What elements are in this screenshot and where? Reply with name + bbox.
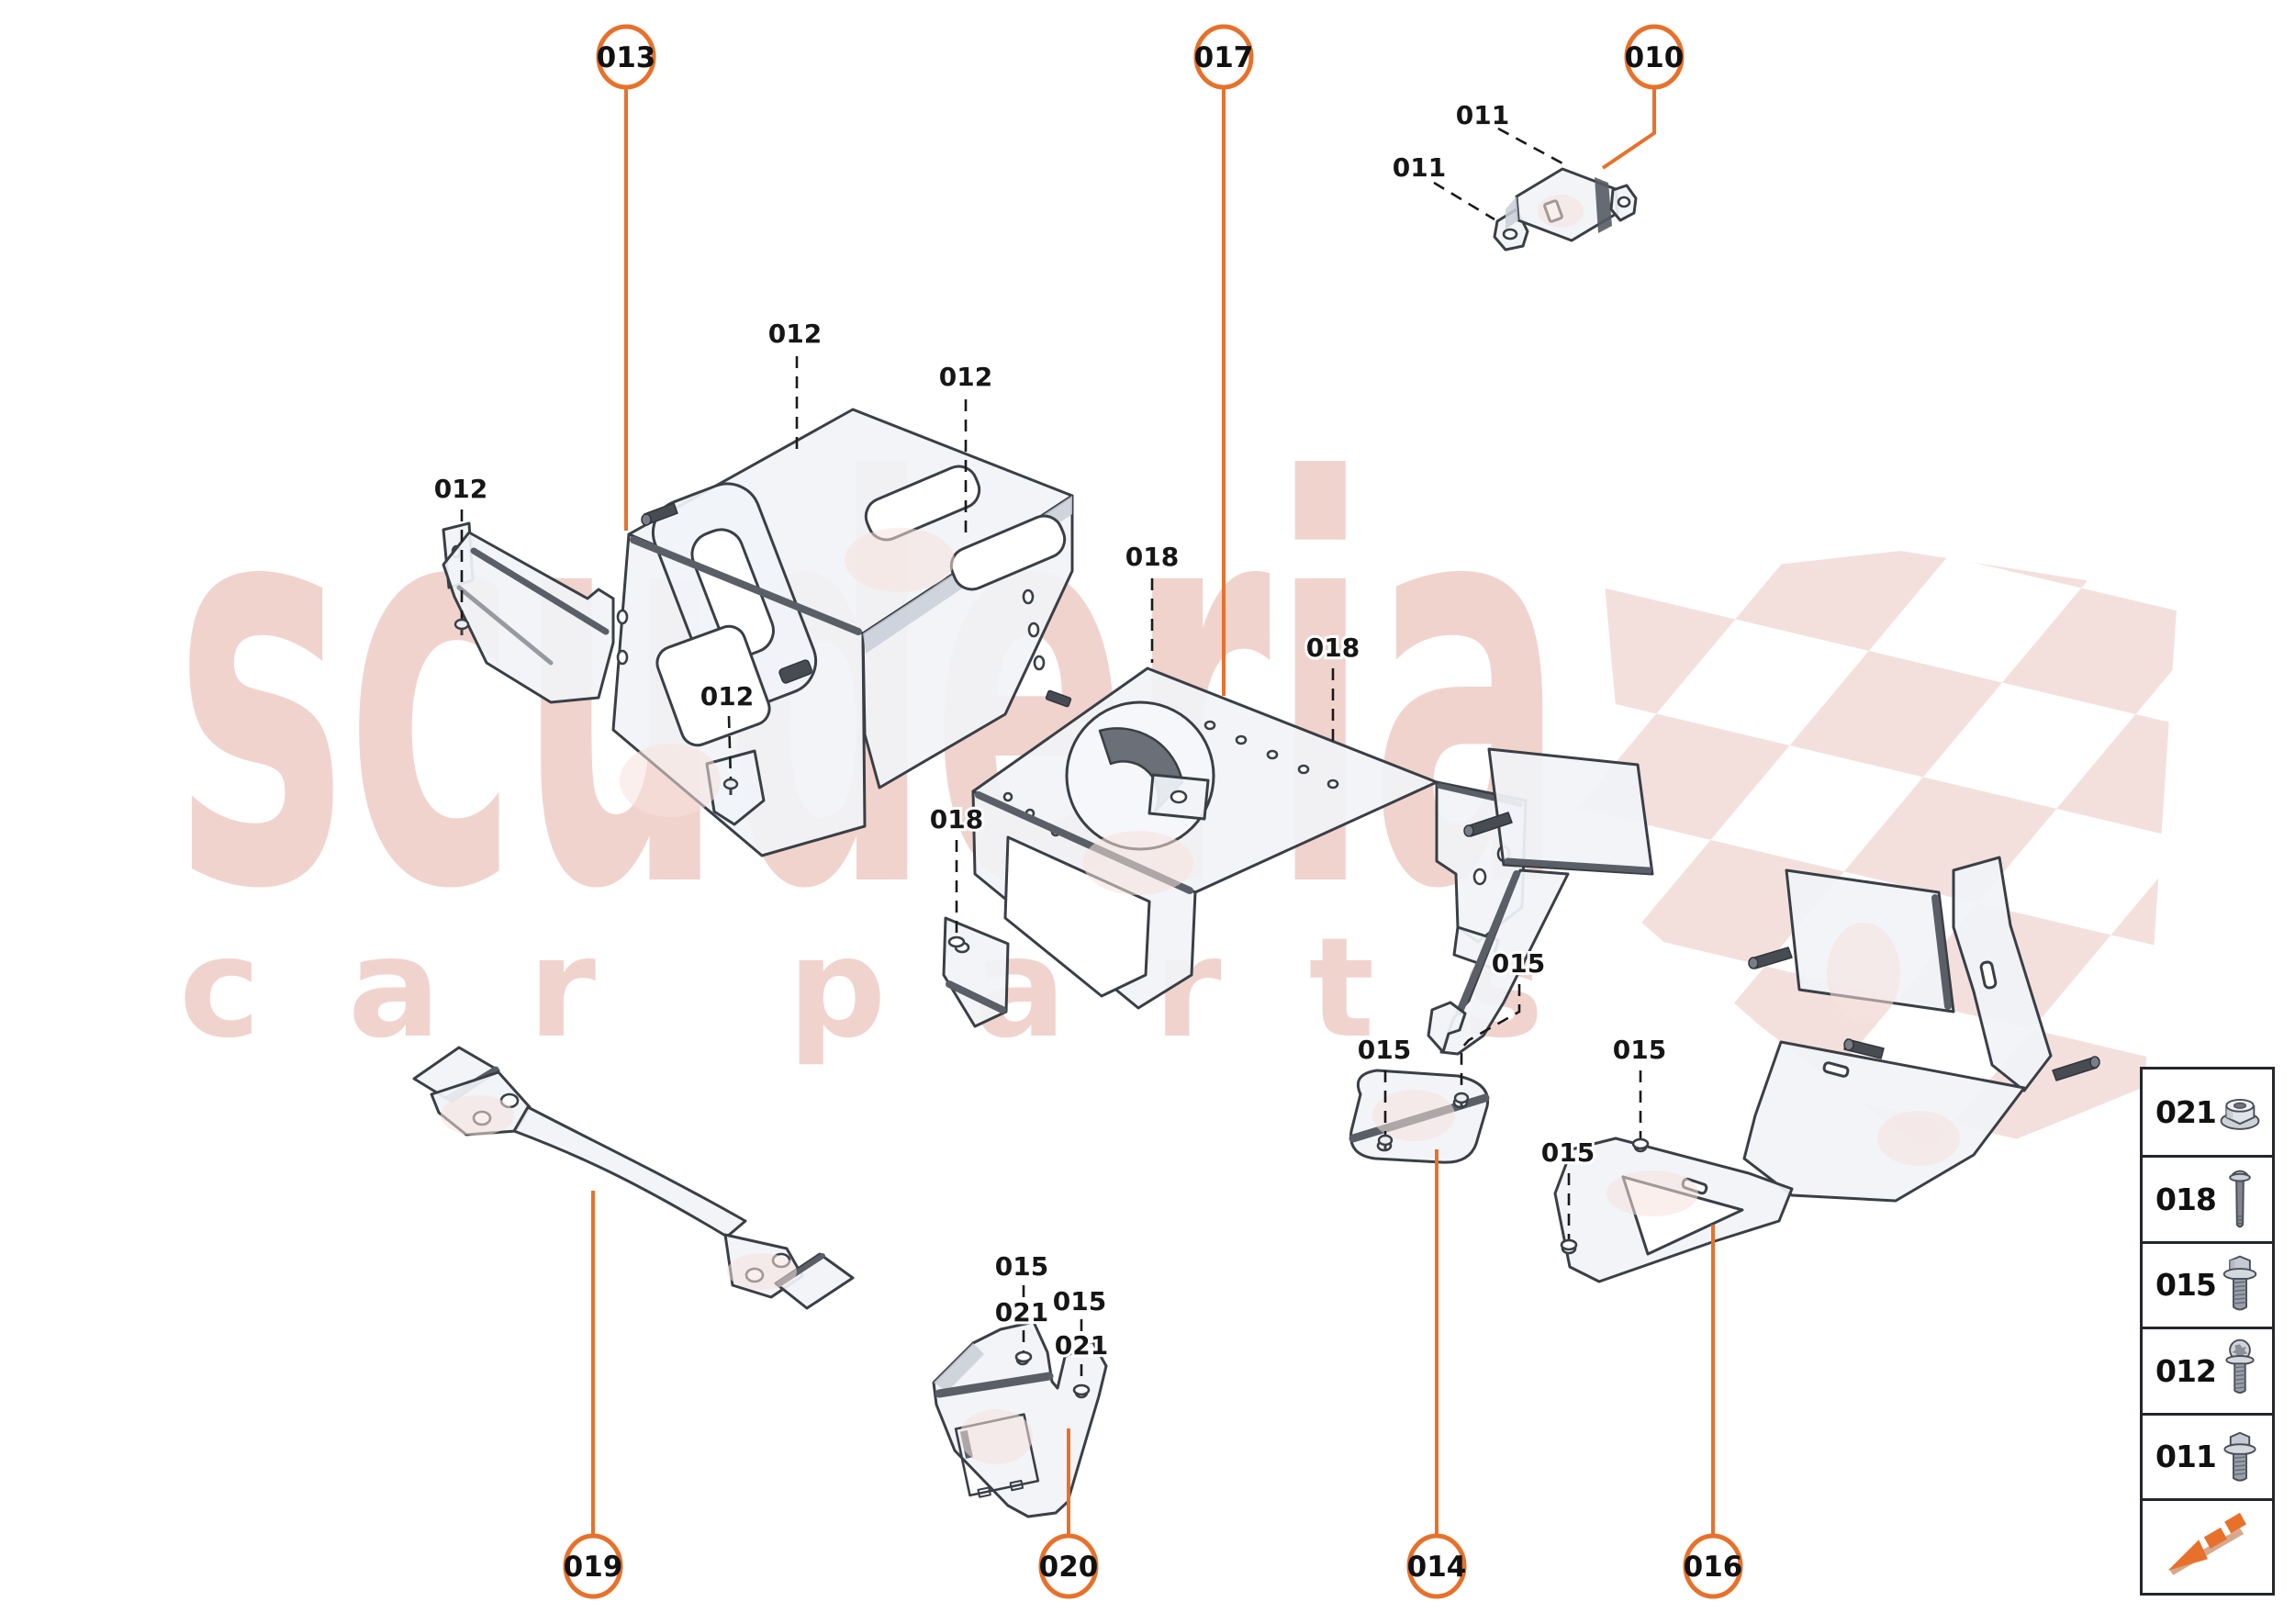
bracket-handle bbox=[651, 482, 818, 711]
legend-row: 011 bbox=[2143, 1412, 2272, 1498]
callout-bubble[interactable] bbox=[1406, 1533, 1467, 1599]
torx-screw-icon bbox=[2211, 1332, 2269, 1409]
part-label-group: 012 bbox=[431, 471, 490, 635]
hole-marker bbox=[1072, 1383, 1091, 1396]
part-label-group: 011 bbox=[1390, 150, 1495, 221]
callout-017[interactable]: 017 bbox=[1193, 24, 1254, 696]
part-017-bracket[interactable] bbox=[942, 666, 1528, 1028]
part-number-label: 011 bbox=[1393, 152, 1446, 183]
part-number-label: 012 bbox=[700, 681, 754, 711]
callout-bubble[interactable] bbox=[1193, 24, 1254, 90]
callout-013[interactable]: 013 bbox=[596, 24, 656, 531]
screw-marker bbox=[1377, 1134, 1394, 1151]
part-label-group: 015 bbox=[1355, 1032, 1414, 1151]
legend-logo-row bbox=[2143, 1497, 2272, 1584]
part-number-label: 011 bbox=[1456, 100, 1509, 130]
part-label-group: 021 bbox=[1052, 1327, 1111, 1396]
screw-marker bbox=[1453, 1092, 1470, 1109]
part-number-label: 015 bbox=[1492, 948, 1545, 979]
callout-number: 016 bbox=[1684, 1551, 1743, 1584]
part-number-label: 018 bbox=[1125, 542, 1179, 572]
legend-panel: 021 018 015 012 011 bbox=[2140, 1067, 2275, 1596]
part-label-group: 012 bbox=[766, 316, 824, 450]
flange-bolt-icon bbox=[2211, 1247, 2269, 1324]
part-number-label: 012 bbox=[434, 474, 487, 504]
callout-leader-line bbox=[1601, 87, 1656, 170]
scuderia-arrow-logo-icon bbox=[2156, 1504, 2259, 1581]
legend-part-number: 018 bbox=[2155, 1182, 2217, 1218]
part-label-group: 015 bbox=[992, 1249, 1051, 1298]
part-label-group: 018 bbox=[1123, 539, 1181, 663]
legend-row: 015 bbox=[2143, 1240, 2272, 1327]
legend-part-number: 012 bbox=[2155, 1352, 2217, 1389]
part-label-group: 011 bbox=[1453, 97, 1565, 166]
hole-marker bbox=[947, 935, 966, 948]
legend-part-number: 021 bbox=[2155, 1094, 2217, 1131]
callout-number: 017 bbox=[1194, 41, 1254, 74]
callout-bubble[interactable] bbox=[596, 24, 656, 90]
part-number-label: 021 bbox=[1055, 1330, 1108, 1361]
part-010-bracket[interactable] bbox=[1493, 167, 1638, 252]
part-013-bracket[interactable] bbox=[442, 408, 1074, 857]
hole-marker bbox=[1014, 1350, 1033, 1363]
hole-marker bbox=[1560, 1238, 1578, 1251]
callout-number: 020 bbox=[1039, 1551, 1099, 1584]
part-number-label: 015 bbox=[995, 1251, 1048, 1282]
part-label-group: 018 bbox=[1304, 630, 1362, 745]
callout-bubble[interactable] bbox=[1038, 1533, 1099, 1599]
flange-bolt-short-icon bbox=[2211, 1418, 2269, 1495]
part-number-label: 015 bbox=[1358, 1035, 1411, 1065]
part-number-label: 021 bbox=[995, 1297, 1048, 1327]
part-014-bracket[interactable] bbox=[1349, 747, 1654, 1164]
part-number-label: 012 bbox=[768, 319, 822, 349]
part-number-label: 015 bbox=[1053, 1286, 1106, 1316]
legend-part-number: 011 bbox=[2155, 1439, 2217, 1475]
part-number-label: 015 bbox=[1613, 1035, 1666, 1065]
legend-row: 021 bbox=[2143, 1070, 2272, 1155]
callout-016[interactable]: 016 bbox=[1683, 1225, 1743, 1599]
callout-bubble[interactable] bbox=[1624, 24, 1685, 90]
watermark-subtitle-car: car bbox=[179, 909, 683, 1069]
callout-bubble[interactable] bbox=[563, 1533, 623, 1599]
screw-marker bbox=[722, 778, 739, 795]
part-number-label: 018 bbox=[930, 804, 983, 834]
callout-010[interactable]: 010 bbox=[1601, 24, 1685, 170]
callout-number: 019 bbox=[564, 1551, 623, 1584]
part-label-group: 015 bbox=[1453, 946, 1548, 1109]
part-label-group: 012 bbox=[698, 678, 756, 795]
callout-bubble[interactable] bbox=[1683, 1533, 1743, 1599]
part-016-bracket[interactable] bbox=[1553, 856, 2100, 1283]
long-bolt-icon bbox=[2211, 1161, 2269, 1238]
part-number-label: 015 bbox=[1541, 1137, 1595, 1168]
callout-number: 010 bbox=[1625, 41, 1685, 74]
part-number-label: 018 bbox=[1306, 633, 1360, 663]
hole-marker bbox=[1631, 1137, 1650, 1150]
legend-row: 012 bbox=[2143, 1327, 2272, 1412]
callout-020[interactable]: 020 bbox=[1038, 1428, 1099, 1599]
part-label-group: 015 bbox=[1539, 1135, 1597, 1251]
part-019-strap[interactable] bbox=[412, 1046, 855, 1310]
callout-019[interactable]: 019 bbox=[563, 1191, 623, 1599]
legend-row: 018 bbox=[2143, 1155, 2272, 1240]
flange-nut-icon bbox=[2211, 1074, 2269, 1151]
part-label-group: 021 bbox=[992, 1294, 1051, 1363]
part-number-label: 012 bbox=[939, 362, 992, 392]
part-label-group: 018 bbox=[927, 801, 986, 948]
callout-number: 014 bbox=[1407, 1551, 1467, 1584]
part-label-group: 012 bbox=[936, 359, 995, 537]
callout-number: 013 bbox=[597, 41, 656, 74]
screw-marker bbox=[453, 618, 470, 635]
callout-014[interactable]: 014 bbox=[1406, 1149, 1467, 1599]
legend-part-number: 015 bbox=[2155, 1267, 2217, 1304]
parts-illustration bbox=[412, 167, 2100, 1518]
part-label-group: 015 bbox=[1050, 1283, 1109, 1333]
part-label-group: 015 bbox=[1610, 1032, 1669, 1150]
